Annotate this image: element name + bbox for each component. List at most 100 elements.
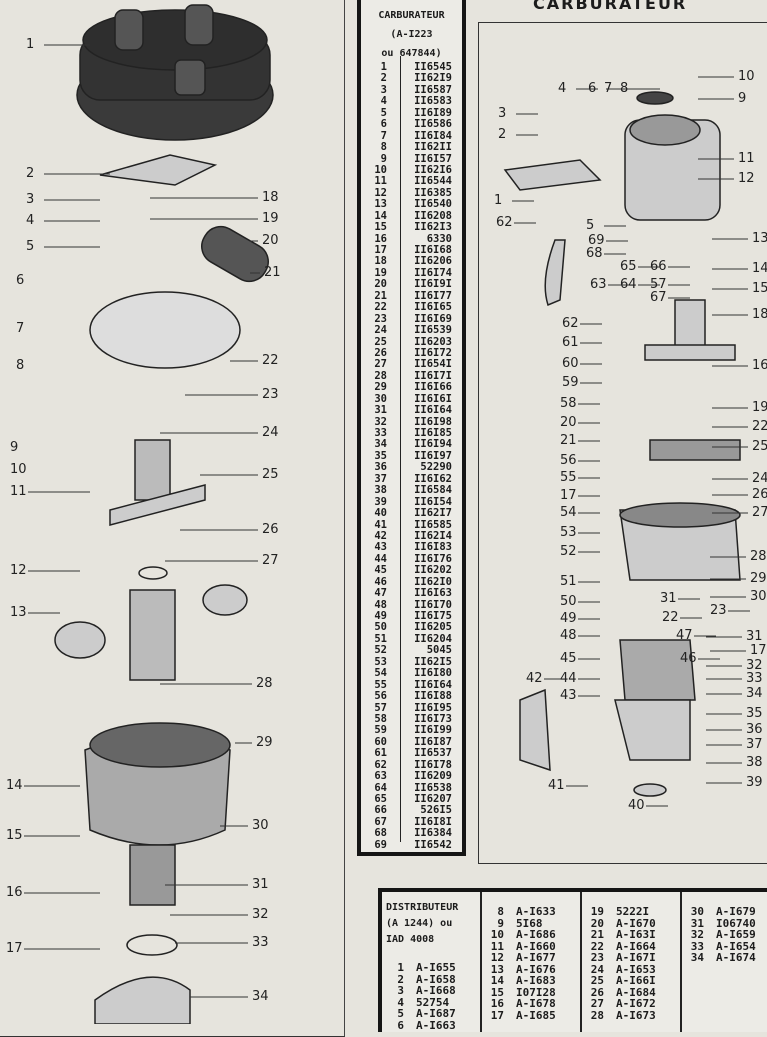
part-number: A-I687 [416,1007,456,1020]
part-number: II6I77 [414,289,452,302]
item-number: 25 [590,974,604,987]
item-number: 8 [497,905,504,918]
part-number: II6208 [414,209,452,222]
part-number: A-I654 [716,939,756,953]
part-number: II6539 [414,324,452,337]
item-number: 35 [374,449,387,462]
callout-number: 23 [262,387,279,402]
part-number: II6I7I [414,369,452,382]
item-number: 31 [374,404,387,417]
callout-number: 7 [16,321,25,336]
part-number: II6I69 [414,312,452,325]
callout-number: 46 [680,651,697,666]
item-number: 19 [590,905,604,918]
table-row: 5 A-I687 [382,1008,480,1020]
item-number: 38 [374,484,387,497]
part-number: II6I70 [414,598,452,611]
callout-number: 47 [676,628,693,643]
item-number: 58 [374,712,387,725]
item-number: 6 [397,1018,404,1032]
callout-number: 28 [256,676,273,691]
table-row: 6 A-I663 [382,1018,480,1032]
callout-number: 62 [562,316,579,331]
callout-number: 29 [750,571,767,586]
item-number: 21 [590,928,604,941]
carburetor-illustration [503,91,741,797]
item-number: 66 [374,804,387,817]
part-number: A-I660 [516,939,556,953]
part-number: II6584 [414,484,452,497]
part-number: A-I653 [616,962,656,976]
part-number: II6I8I [414,815,452,828]
table-row: 38 II6584 [361,484,462,497]
item-number: 2 [380,72,387,85]
part-number: A-I663 [416,1018,456,1032]
callout-number: 10 [738,69,755,84]
part-number: II654I [414,358,452,371]
part-number: II6I63 [414,587,452,600]
item-number: 26 [590,985,604,999]
item-number: 3 [380,83,387,96]
callout-number: 28 [750,549,767,564]
part-number: II6I97 [414,449,452,462]
item-number: 21 [374,289,387,302]
part-number: II6I84 [414,129,452,142]
part-number: 6330 [426,232,452,245]
callout-number: 5 [586,218,595,233]
part-number: II6I74 [414,266,452,279]
callout-number: 29 [256,735,273,750]
item-number: 5 [397,1007,404,1020]
callout-number: 31 [746,629,763,644]
callout-number: 30 [252,818,269,833]
table-row: 35 II6I97 [361,449,462,462]
callout-number: 5 [26,239,35,254]
part-number: A-I677 [516,951,556,964]
callout-number: 25 [752,439,767,454]
callout-number: 48 [560,628,577,643]
part-number: II6I78 [414,758,452,771]
item-number: 64 [374,781,387,794]
callout-number: 67 [650,290,667,305]
item-number: 55 [374,678,387,691]
part-number: II6I85 [414,427,452,439]
part-number: II6I98 [414,415,452,428]
callout-number: 3 [498,106,507,121]
part-number: II6I80 [414,667,452,680]
part-number: A-I685 [516,1008,556,1022]
callout-number: 49 [560,611,577,626]
item-number: 26 [374,346,387,359]
callout-number: 32 [252,907,269,922]
callout-number: 23 [710,603,727,618]
callout-number: 20 [262,233,279,248]
item-number: 34 [374,438,387,451]
part-number: A-I668 [416,984,456,997]
part-number: II6206 [414,255,452,268]
item-number: 51 [374,632,387,645]
callout-number: 45 [560,651,577,666]
item-number: 6 [380,118,387,131]
